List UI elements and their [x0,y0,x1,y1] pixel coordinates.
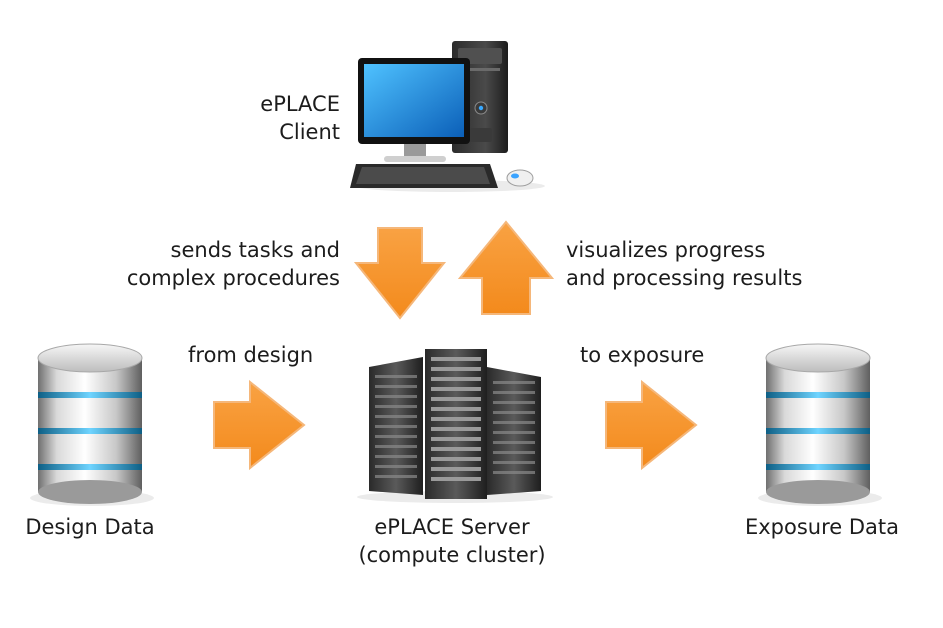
server-label-line2: (compute cluster) [358,543,546,567]
server-label: ePLACE Server (compute cluster) [332,513,572,569]
right-arrow-icon [212,379,306,471]
right-arrow-icon [604,379,698,471]
sends-text: sends tasks and complex procedures [70,236,340,292]
client-label: ePLACE Client [200,90,340,146]
client-label-line1: ePLACE [260,92,340,116]
sends-text-line2: complex procedures [126,266,340,290]
visualizes-text-line1: visualizes progress [566,238,766,262]
database-icon [758,340,882,510]
server-label-line1: ePLACE Server [374,515,530,539]
design-data-label: Design Data [25,515,155,539]
client-label-line2: Client [279,120,340,144]
exposure-data-label: Exposure Data [744,515,900,539]
down-arrow-icon [353,226,447,320]
database-icon [30,340,154,510]
visualizes-text: visualizes progress and processing resul… [566,236,866,292]
visualizes-text-line2: and processing results [566,266,803,290]
to-exposure-label: to exposure [580,343,705,367]
server-cluster-icon [355,345,555,505]
from-design-label: from design [188,343,314,367]
desktop-computer-icon [350,36,550,196]
up-arrow-icon [457,220,555,316]
sends-text-line1: sends tasks and [170,238,340,262]
